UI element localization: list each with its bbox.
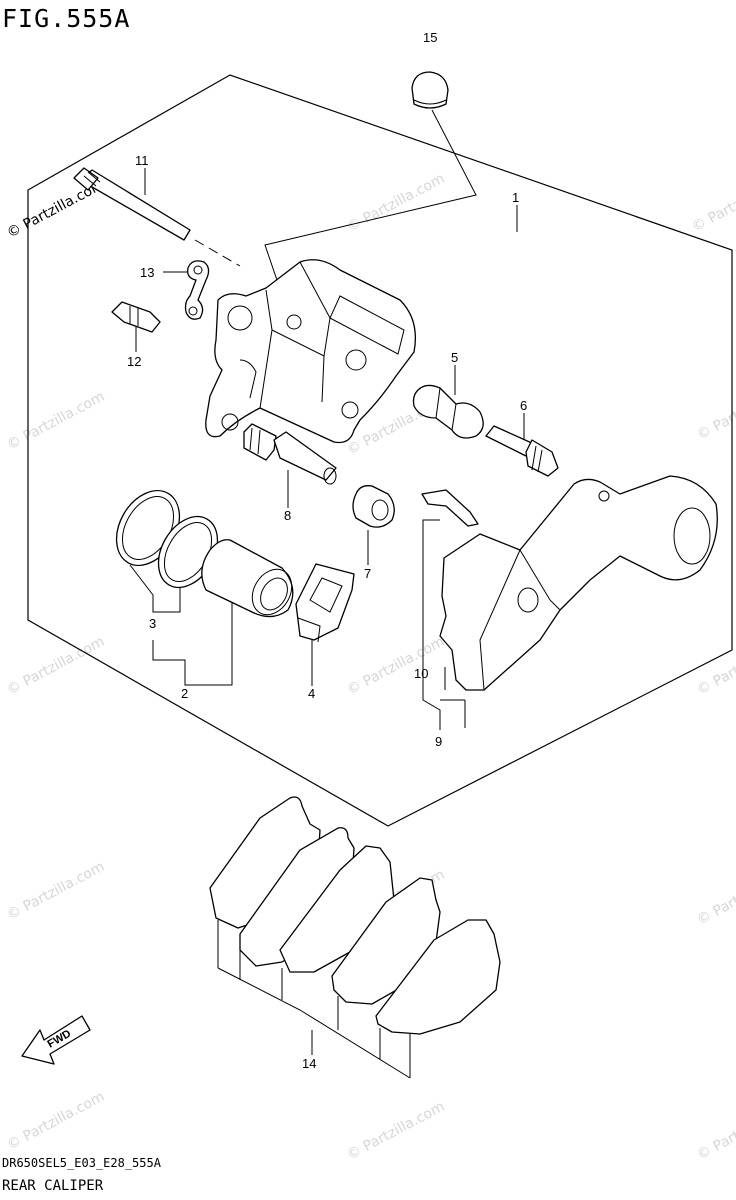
callout-11: 11 — [135, 153, 149, 168]
fwd-arrow: FWD — [21, 1015, 91, 1065]
part-14-brake-pads[interactable] — [209, 796, 501, 1079]
watermark: © Partzilla.com — [4, 1089, 107, 1154]
callout-13: 13 — [140, 265, 154, 280]
part-10-pad-retainer[interactable] — [421, 489, 479, 527]
watermark: © Partzilla.com — [4, 859, 107, 924]
watermark: © Partzilla.com — [694, 864, 736, 929]
part-15-bleeder-cap[interactable] — [411, 71, 449, 109]
watermark: © Partzilla.com — [689, 171, 736, 236]
callout-4: 4 — [308, 686, 315, 701]
callout-10: 10 — [414, 666, 428, 681]
callout-8: 8 — [284, 508, 291, 523]
part-6-slide-pin[interactable] — [485, 425, 559, 477]
part-13-clip[interactable] — [184, 260, 210, 320]
watermark: © Partzilla.com — [344, 171, 447, 236]
watermark: © Partzilla.com — [694, 379, 736, 444]
part-12-bleeder-valve[interactable] — [111, 301, 161, 333]
watermark: © Partzilla.com — [4, 634, 107, 699]
assembly-frame — [27, 74, 733, 827]
leader-lines — [129, 109, 525, 730]
part-1-caliper-body[interactable] — [205, 259, 417, 444]
part-9-caliper-bracket[interactable] — [439, 475, 718, 691]
callout-9: 9 — [435, 734, 442, 749]
callout-12: 12 — [127, 354, 141, 369]
part-5-boot[interactable] — [412, 384, 484, 439]
watermark: © Partzilla.com — [694, 1099, 736, 1164]
callout-5: 5 — [451, 350, 458, 365]
callout-3: 3 — [149, 616, 156, 631]
watermark: © Partzilla.com — [4, 389, 107, 454]
part-11-pad-pin[interactable] — [73, 167, 241, 267]
figure-title: FIG.555A — [2, 4, 131, 33]
part-4-pad-spring[interactable] — [295, 563, 355, 643]
callout-7: 7 — [364, 566, 371, 581]
part-7-boot[interactable] — [352, 485, 395, 528]
callout-15: 15 — [423, 30, 437, 45]
callout-14: 14 — [302, 1056, 316, 1071]
figure-name: REAR CALIPER — [2, 1178, 104, 1194]
callout-layer: 1 2 3 4 5 6 7 8 9 10 11 12 13 14 15 — [127, 30, 527, 1071]
part-8-slide-pin[interactable] — [243, 423, 337, 485]
callout-1: 1 — [512, 190, 519, 205]
callout-2: 2 — [181, 686, 188, 701]
watermark: © Partzilla.com — [344, 634, 447, 699]
part-2-piston[interactable] — [201, 539, 300, 622]
watermark: © Partzilla.com — [344, 1099, 447, 1164]
callout-6: 6 — [520, 398, 527, 413]
model-code: DR650SEL5_E03_E28_555A — [2, 1156, 161, 1170]
